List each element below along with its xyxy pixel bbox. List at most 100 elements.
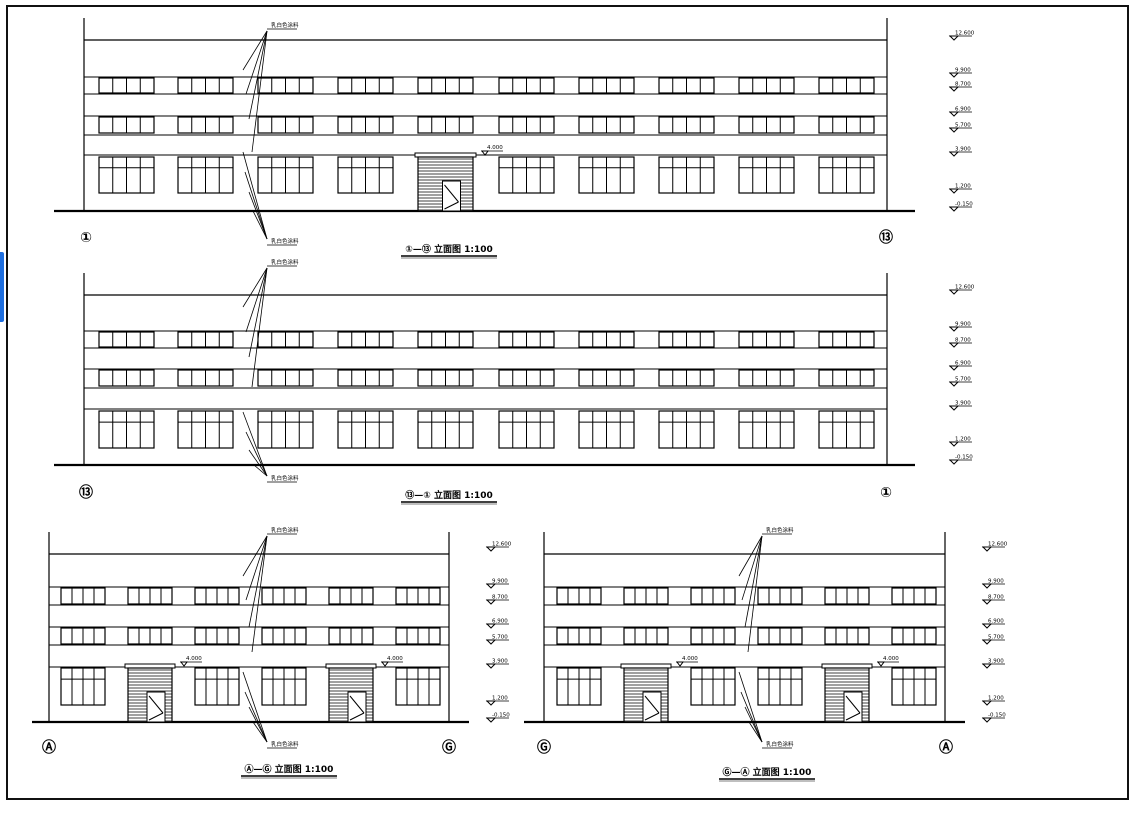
level-triangle xyxy=(485,700,497,706)
level-triangle xyxy=(948,365,960,371)
level-marker: 6.900 xyxy=(948,107,972,117)
door-canopy xyxy=(414,152,477,158)
leader-line xyxy=(245,30,268,95)
leader-line xyxy=(242,411,268,477)
leader-line xyxy=(740,691,763,743)
axis-bubble-left: ① xyxy=(80,230,92,246)
level-label: 1.200 xyxy=(988,696,1004,702)
leader-line xyxy=(252,721,268,743)
door-level-label: 4.000 xyxy=(883,656,899,662)
level-marker: 1.200 xyxy=(948,437,972,447)
axis-bubble-left: ⑬ xyxy=(79,484,93,501)
material-note-top: 乳白色涂料 xyxy=(271,526,299,534)
axis-bubble-right: Ⓐ xyxy=(939,739,953,756)
level-triangle xyxy=(981,639,993,645)
level-label: 8.700 xyxy=(988,595,1004,601)
leader-line xyxy=(244,171,268,240)
level-marker: 5.700 xyxy=(981,635,1005,645)
level-triangle xyxy=(948,441,960,447)
level-triangle xyxy=(948,188,960,194)
level-triangle xyxy=(981,583,993,589)
level-marker: 3.900 xyxy=(981,659,1005,669)
level-marker: 3.900 xyxy=(948,147,972,157)
level-triangle xyxy=(948,35,960,41)
level-mark xyxy=(381,661,389,667)
level-triangle xyxy=(485,546,497,552)
level-label: 6.900 xyxy=(955,361,971,367)
leader-line xyxy=(747,535,763,653)
level-triangle xyxy=(948,151,960,157)
axis-bubble-right: ⑬ xyxy=(879,229,893,246)
level-triangle xyxy=(948,342,960,348)
entrance-door: 4.000 xyxy=(620,656,698,723)
level-marker: 8.700 xyxy=(981,595,1005,605)
leader-line xyxy=(248,267,268,358)
level-label: 3.900 xyxy=(988,659,1004,665)
level-label: 3.900 xyxy=(955,401,971,407)
level-marker: 6.900 xyxy=(981,619,1005,629)
leader-line xyxy=(248,535,268,628)
level-mark xyxy=(481,150,489,156)
door-level-label: 4.000 xyxy=(487,145,503,151)
level-label: 6.900 xyxy=(988,619,1004,625)
level-marker: 5.700 xyxy=(948,377,972,387)
leader-line xyxy=(741,535,763,601)
axis-bubble-right: ① xyxy=(880,485,892,501)
leader-line xyxy=(738,535,763,577)
material-note-bottom: 乳白色涂料 xyxy=(271,474,299,482)
leader-line xyxy=(242,535,268,577)
leader-line xyxy=(253,464,268,477)
material-note-bottom: 乳白色涂料 xyxy=(271,740,299,748)
leader-line xyxy=(744,706,763,743)
level-label: 8.700 xyxy=(955,338,971,344)
level-label: 5.700 xyxy=(955,377,971,383)
elevation-title: Ⓐ—Ⓖ 立面图 1:100 xyxy=(245,763,334,775)
side-panel-tab[interactable] xyxy=(0,252,4,322)
level-triangle xyxy=(485,599,497,605)
level-label: 1.200 xyxy=(492,696,508,702)
level-label: 12.600 xyxy=(955,285,975,291)
level-triangle xyxy=(485,639,497,645)
material-note-top: 乳白色涂料 xyxy=(271,258,299,266)
level-label: 9.900 xyxy=(955,68,971,74)
level-marker: 9.900 xyxy=(981,579,1005,589)
level-label: 3.900 xyxy=(492,659,508,665)
level-marker: -0.150 xyxy=(485,713,510,723)
entrance-door: 4.000 xyxy=(325,656,403,723)
level-triangle xyxy=(485,623,497,629)
level-marker: 1.200 xyxy=(981,696,1005,706)
level-triangle xyxy=(981,599,993,605)
level-marker: 12.600 xyxy=(948,285,975,295)
level-label: 6.900 xyxy=(955,107,971,113)
level-triangle xyxy=(948,111,960,117)
level-mark xyxy=(877,661,885,667)
level-triangle xyxy=(948,326,960,332)
level-triangle xyxy=(948,405,960,411)
leader-line xyxy=(248,449,268,477)
level-marker: 8.700 xyxy=(948,82,972,92)
leader-line xyxy=(242,267,268,308)
level-triangle xyxy=(948,289,960,295)
elevation-title: Ⓖ—Ⓐ 立面图 1:100 xyxy=(723,766,812,778)
entrance-door: 4.000 xyxy=(821,656,899,723)
level-label: 9.900 xyxy=(492,579,508,585)
level-triangle xyxy=(485,663,497,669)
level-mark xyxy=(676,661,684,667)
leader-line xyxy=(748,721,763,743)
level-triangle xyxy=(981,546,993,552)
leader-line xyxy=(245,267,268,333)
level-label: 9.900 xyxy=(988,579,1004,585)
level-marker: 3.900 xyxy=(948,401,972,411)
level-triangle xyxy=(485,583,497,589)
level-label: 5.700 xyxy=(955,123,971,129)
elevation-title: ①—⑬ 立面图 1:100 xyxy=(405,243,493,255)
leader-line xyxy=(744,535,763,628)
leader-line xyxy=(248,706,268,743)
level-marker: -0.150 xyxy=(981,713,1006,723)
level-triangle xyxy=(981,700,993,706)
leader-line xyxy=(251,267,268,388)
level-triangle xyxy=(948,86,960,92)
